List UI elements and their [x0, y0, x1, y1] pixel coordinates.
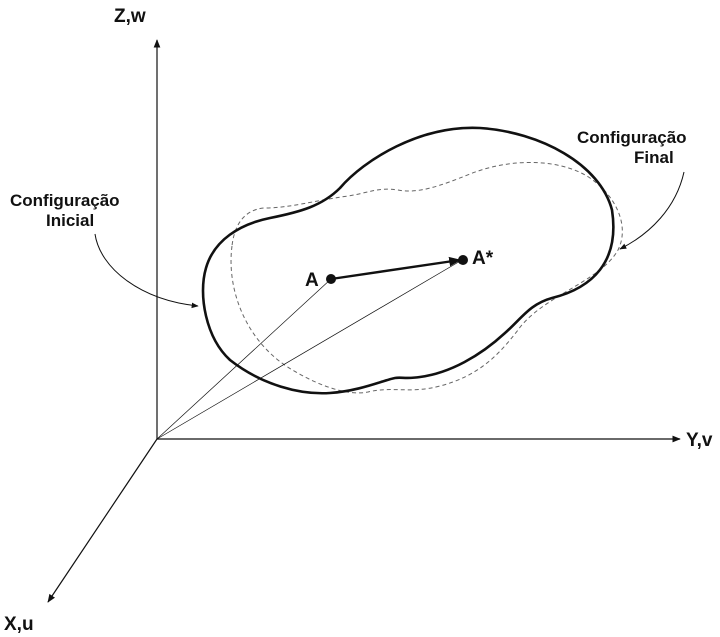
initial-configuration-label-line1: Configuração — [10, 191, 120, 210]
z-axis-label: Z,w — [114, 6, 146, 27]
point-a-label: A — [305, 270, 319, 291]
initial-configuration-label-line2: Inicial — [46, 211, 94, 230]
final-configuration-outline — [230, 162, 623, 394]
point-a-star-dot — [458, 255, 468, 265]
displacement-vector — [330, 256, 462, 281]
position-vector-a-star — [156, 259, 463, 440]
position-vector-a — [156, 278, 332, 440]
x-axis — [47, 438, 158, 603]
point-a-star-label: A* — [472, 248, 494, 269]
y-axis-label: Y,v — [686, 430, 713, 451]
initial-configuration-leader — [94, 233, 199, 309]
x-axis-label: X,u — [4, 614, 34, 635]
final-configuration-label-line1: Configuração — [577, 128, 687, 147]
initial-configuration-outline — [201, 126, 615, 395]
final-configuration-label-line2: Final — [634, 148, 674, 167]
final-configuration-leader — [619, 171, 685, 250]
point-a-dot — [326, 274, 336, 284]
